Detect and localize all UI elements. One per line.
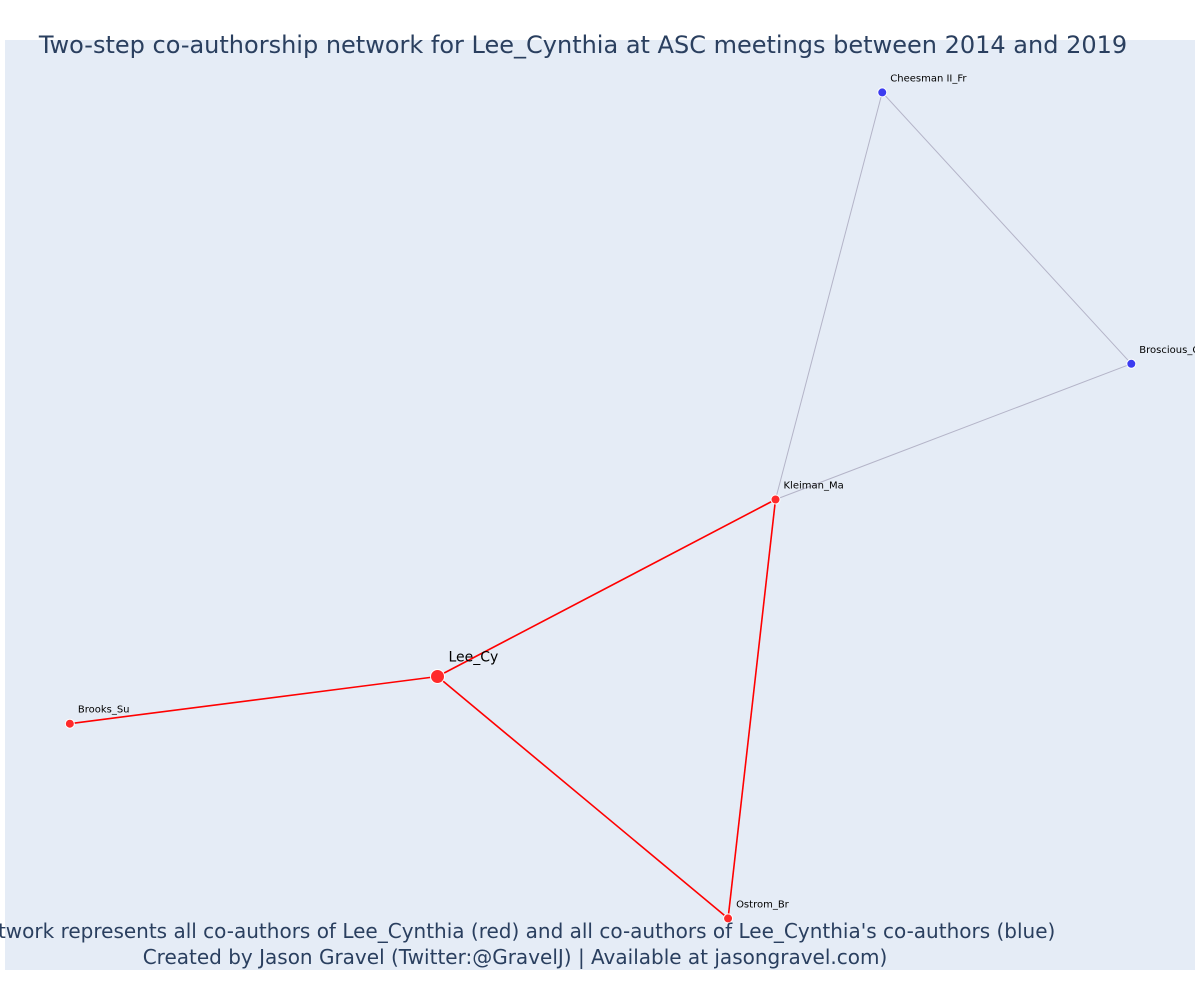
- footer-line-1: Network represents all co-authors of Lee…: [0, 919, 1055, 943]
- edge-cheesman-ii-fr-broscious-co: [881, 92, 1132, 365]
- node-label-ostrom-br: Ostrom_Br: [736, 899, 790, 910]
- node-cheesman-ii-fr[interactable]: [877, 87, 888, 98]
- node-lee-cy[interactable]: [430, 669, 445, 684]
- edges-layer: [69, 92, 1132, 920]
- node-label-brooks-su: Brooks_Su: [78, 705, 130, 716]
- node-label-broscious-co: Broscious_Co: [1139, 345, 1200, 356]
- nodes-layer: [64, 87, 1137, 924]
- edge-lee-cy-ostrom-br: [436, 675, 729, 920]
- edge-lee-cy-kleiman-ma: [437, 498, 776, 678]
- edge-kleiman-ma-ostrom-br: [727, 499, 777, 919]
- chart-title: Two-step co-authorship network for Lee_C…: [38, 31, 1127, 59]
- node-ostrom-br[interactable]: [723, 913, 734, 924]
- node-brooks-su[interactable]: [64, 718, 75, 729]
- node-label-kleiman-ma: Kleiman_Ma: [784, 481, 844, 492]
- edge-kleiman-ma-broscious-co: [775, 363, 1132, 500]
- edge-lee-cy-brooks-su: [69, 675, 438, 725]
- footer-line-2: Created by Jason Gravel (Twitter:@Gravel…: [143, 945, 888, 969]
- plot-area: [5, 40, 1195, 970]
- node-label-lee-cy: Lee_Cy: [449, 650, 499, 666]
- node-label-cheesman-ii-fr: Cheesman II_Fr: [890, 73, 967, 84]
- node-broscious-co[interactable]: [1126, 358, 1137, 369]
- node-kleiman-ma[interactable]: [770, 494, 781, 505]
- edge-kleiman-ma-cheesman-ii-fr: [775, 92, 883, 500]
